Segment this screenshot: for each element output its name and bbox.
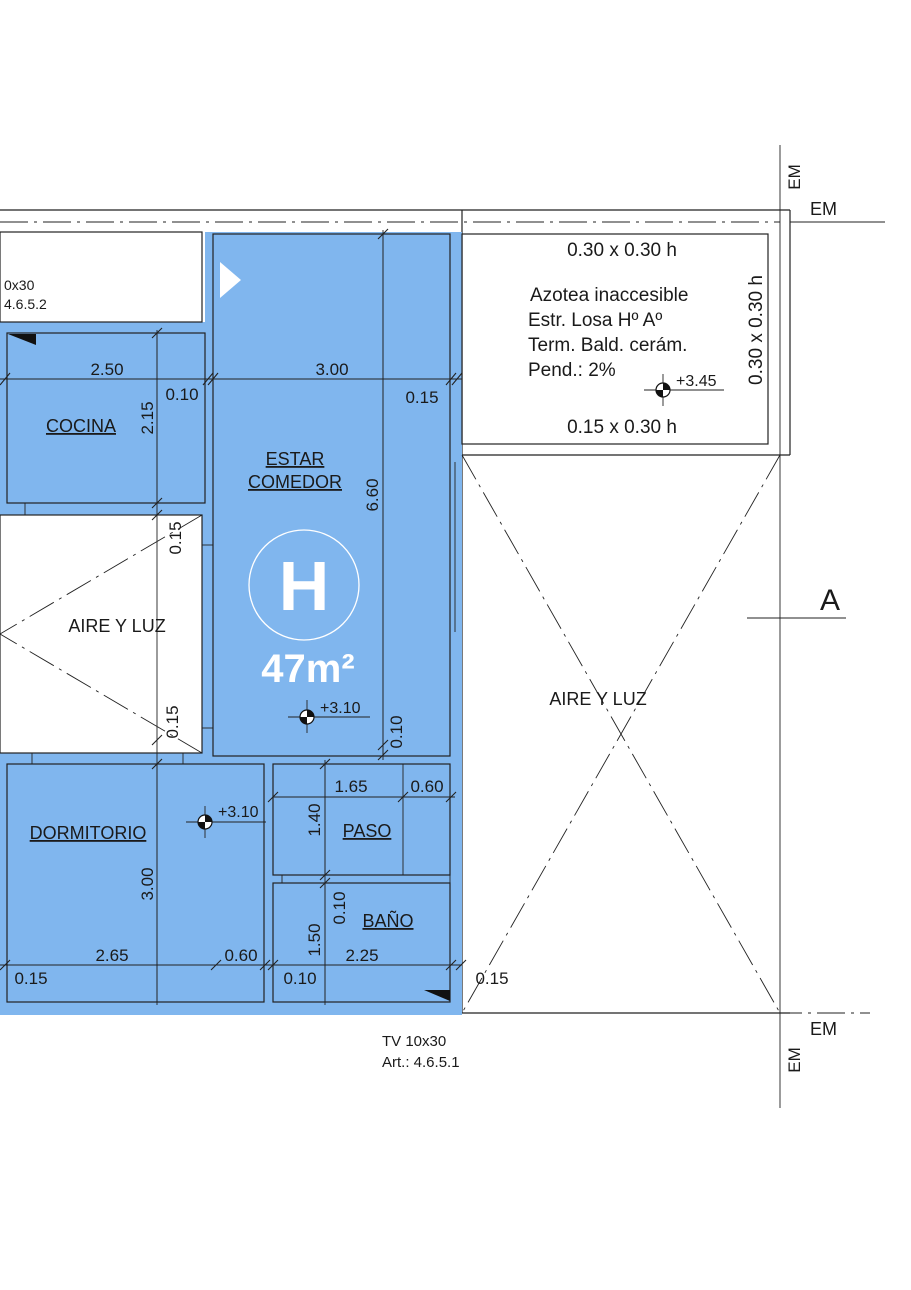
dim-3-00: 3.00 [315, 360, 348, 379]
room-label-comedor: COMEDOR [248, 472, 342, 492]
partial-note-line2: 4.6.5.2 [4, 296, 47, 312]
dim-2-25: 2.25 [345, 946, 378, 965]
beam-top-label: 0.30 x 0.30 h [567, 240, 677, 261]
badge-area: 47m² [261, 647, 354, 691]
dim-2-65: 2.65 [95, 946, 128, 965]
dwelling-fill [0, 232, 462, 1015]
dim-0-10-bottom: 0.10 [283, 969, 316, 988]
room-label-bano: BAÑO [362, 910, 413, 931]
cocina-room [6, 332, 206, 504]
dim-1-40: 1.40 [305, 803, 324, 836]
beam-bottom-label: 0.15 x 0.30 h [567, 417, 677, 438]
dim-0-15-bottom-right: 0.15 [475, 969, 508, 988]
dim-0-15-upper: 0.15 [166, 521, 185, 554]
azotea-line4: Pend.: 2% [528, 360, 616, 381]
marker-em-top: EM [810, 199, 837, 219]
dim-6-60: 6.60 [363, 478, 382, 511]
dim-3-00-dormitorio: 3.00 [138, 867, 157, 900]
dim-0-15-bottom-left: 0.15 [14, 969, 47, 988]
marker-em-top-vertical: EM [785, 164, 804, 190]
dim-0-60-paso: 0.60 [410, 777, 443, 796]
footer-note-line1: TV 10x30 [382, 1033, 446, 1050]
area-badge: H 47m² [248, 529, 360, 691]
dim-2-15: 2.15 [138, 401, 157, 434]
dim-1-65: 1.65 [334, 777, 367, 796]
entry-arrow-icon [220, 262, 241, 298]
level-marker-azotea [644, 374, 724, 406]
h-badge-circle [248, 529, 360, 641]
room-label-aire-luz-right: AIRE Y LUZ [549, 689, 646, 709]
azotea-line3: Term. Bald. cerám. [528, 335, 687, 356]
dim-0-15: 0.15 [405, 388, 438, 407]
dimension-lines [0, 228, 467, 1005]
dim-1-50: 1.50 [305, 923, 324, 956]
dim-0-10: 0.10 [165, 385, 198, 404]
dim-0-60-dormitorio: 0.60 [224, 946, 257, 965]
dim-2-50: 2.50 [90, 360, 123, 379]
azotea-terrace [461, 233, 790, 456]
room-label-dormitorio: DORMITORIO [30, 823, 147, 843]
footer-note-line2: Art.: 4.6.5.1 [382, 1054, 460, 1071]
beam-right-label: 0.30 x 0.30 h [746, 275, 767, 385]
dim-0-15-lower: 0.15 [163, 705, 182, 738]
level-estar: +3.10 [320, 700, 361, 717]
room-label-paso: PASO [343, 821, 392, 841]
room-label-aire-luz-left: AIRE Y LUZ [68, 616, 165, 636]
dormitorio-room [6, 763, 265, 1003]
aire-luz-crosses [0, 454, 781, 1014]
level-marker-estar [288, 700, 370, 733]
section-marker-a: A [820, 584, 840, 617]
badge-letter: H [279, 547, 330, 625]
marker-em-bottom: EM [810, 1019, 837, 1039]
room-label-cocina: COCINA [46, 416, 116, 436]
bano-room [272, 882, 451, 1003]
corner-triangle-icon [8, 334, 36, 345]
level-azotea: +3.45 [676, 373, 717, 390]
paso-room [272, 763, 451, 876]
marker-em-bottom-vertical: EM [785, 1047, 804, 1073]
dim-0-10-bano: 0.10 [330, 891, 349, 924]
room-label-estar: ESTAR [266, 449, 325, 469]
azotea-line2: Estr. Losa Hº Aº [528, 310, 662, 331]
dim-0-10-estar: 0.10 [387, 715, 406, 748]
azotea-line1: Azotea inaccesible [530, 285, 688, 306]
corner-triangle-icon [424, 990, 450, 1001]
partial-note-line1: 0x30 [4, 277, 35, 293]
level-marker-dormitorio [186, 806, 266, 838]
estar-comedor-room [212, 233, 451, 757]
level-dormitorio: +3.10 [218, 804, 259, 821]
